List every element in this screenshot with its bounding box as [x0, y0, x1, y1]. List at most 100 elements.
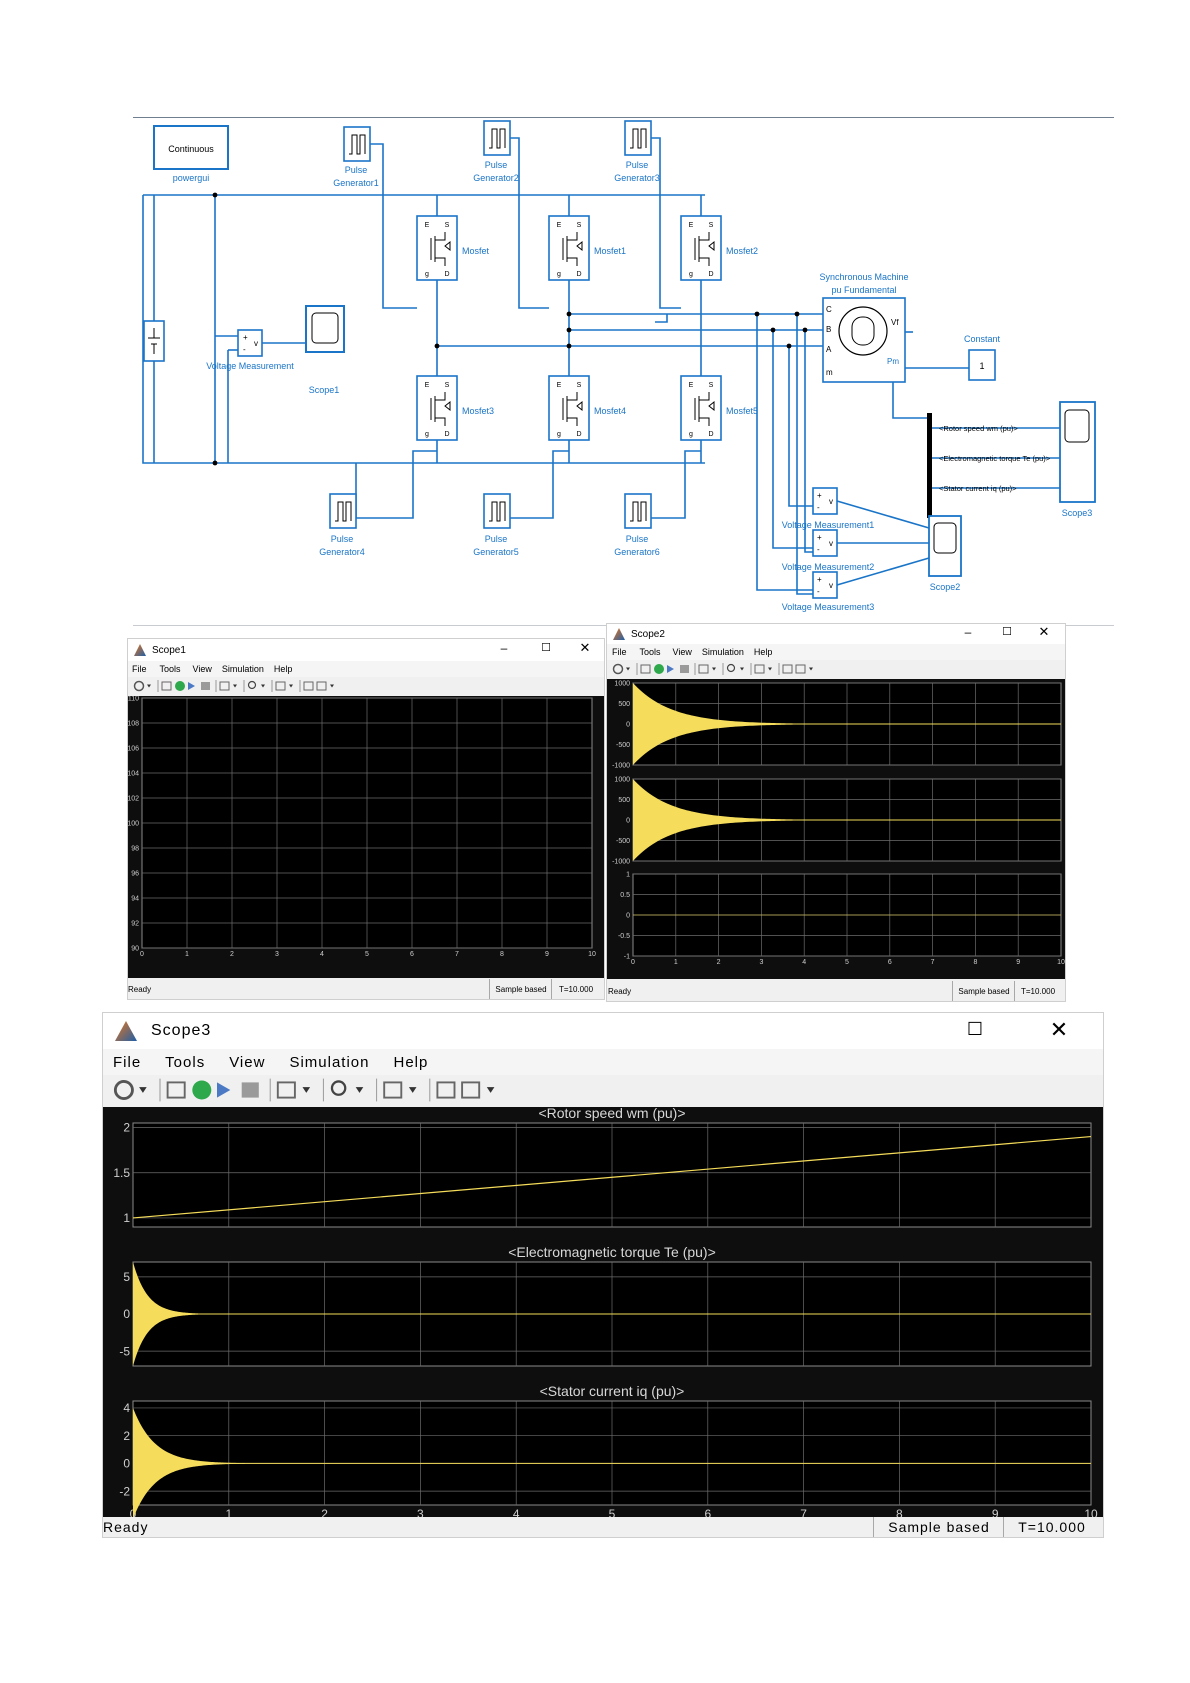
stop-button[interactable]: [201, 682, 210, 690]
bus-selector-block[interactable]: [927, 413, 932, 518]
minimize-button[interactable]: –: [964, 625, 972, 639]
voltage-measurement-block[interactable]: [812, 487, 838, 515]
x-tick-label: 6: [410, 951, 414, 958]
snapshot-icon[interactable]: [166, 1081, 186, 1099]
mosfet-block[interactable]: [416, 375, 458, 441]
style-icon[interactable]: [316, 681, 327, 691]
dropdown-arrow-icon[interactable]: [261, 684, 265, 688]
dc-voltage-source-block[interactable]: [143, 320, 165, 362]
dropdown-arrow-icon[interactable]: [408, 1087, 417, 1093]
step-forward-icon[interactable]: [667, 665, 674, 673]
dropdown-arrow-icon[interactable]: [139, 1087, 147, 1093]
dropdown-arrow-icon[interactable]: [355, 1087, 364, 1093]
stop-button[interactable]: [680, 665, 689, 673]
highlight-simulink-icon[interactable]: [698, 664, 709, 674]
dropdown-arrow-icon[interactable]: [626, 667, 630, 671]
mosfet-symbol-icon: [562, 232, 583, 266]
dropdown-arrow-icon[interactable]: [289, 684, 293, 688]
x-tick-label: 9: [1016, 959, 1020, 966]
menu-simulation[interactable]: Simulation: [221, 664, 264, 674]
y-tick-label: 98: [131, 845, 139, 852]
dropdown-arrow-icon[interactable]: [330, 684, 334, 688]
maximize-button[interactable]: ☐: [541, 642, 551, 654]
settings-gear-icon[interactable]: [133, 680, 145, 692]
voltage-measurement-block[interactable]: [237, 329, 263, 357]
close-button[interactable]: ✕: [1038, 624, 1050, 639]
highlight-simulink-icon[interactable]: [219, 681, 230, 691]
powergui-block[interactable]: [153, 125, 229, 170]
constant-value: 1: [979, 361, 984, 371]
voltage-measurement-block[interactable]: [812, 529, 838, 557]
highlight-simulink-icon[interactable]: [276, 1081, 296, 1099]
mosfet-block[interactable]: [680, 215, 722, 281]
step-forward-icon[interactable]: [188, 682, 195, 690]
menu-simulation[interactable]: Simulation: [701, 647, 744, 657]
maximize-button[interactable]: ☐: [966, 1019, 984, 1039]
settings-gear-icon[interactable]: [113, 1080, 134, 1100]
pulse-icon: [630, 501, 647, 522]
dropdown-arrow-icon[interactable]: [740, 667, 744, 671]
menu-simulation[interactable]: Simulation: [289, 1053, 370, 1071]
battery-icon: [148, 328, 160, 354]
zoom-in-icon[interactable]: [726, 663, 736, 673]
menu-tools[interactable]: Tools: [165, 1053, 206, 1071]
constant-block[interactable]: [968, 349, 996, 381]
mosfet-block[interactable]: [680, 375, 722, 441]
mosfet-terminal: g: [557, 431, 561, 438]
dropdown-arrow-icon[interactable]: [768, 667, 772, 671]
dropdown-arrow-icon[interactable]: [486, 1087, 495, 1093]
menu-file[interactable]: File: [612, 647, 627, 657]
zoom-in-icon[interactable]: [247, 680, 257, 690]
stop-button[interactable]: [241, 1082, 259, 1098]
dropdown-arrow-icon[interactable]: [147, 684, 151, 688]
zoom-in-icon[interactable]: [330, 1080, 347, 1096]
scale-axes-icon[interactable]: [275, 681, 286, 691]
cursor-measurements-icon[interactable]: [436, 1081, 456, 1099]
voltage-measurement-block[interactable]: [812, 571, 838, 599]
snapshot-icon[interactable]: [640, 664, 651, 674]
maximize-button[interactable]: ☐: [1002, 626, 1012, 638]
pulse-icon: [349, 134, 366, 155]
menu-tools[interactable]: Tools: [639, 647, 661, 657]
mosfet-block[interactable]: [548, 375, 590, 441]
cursor-measurements-icon[interactable]: [303, 681, 314, 691]
pulse-generator-label: Generator4: [319, 547, 365, 557]
snapshot-icon[interactable]: [161, 681, 172, 691]
pulse-generator-block[interactable]: [483, 493, 511, 529]
junction-dot: [786, 343, 792, 349]
bus-signal-label: <Stator current iq (pu)>: [939, 484, 1017, 493]
mosfet-block[interactable]: [416, 215, 458, 281]
menu-view[interactable]: View: [192, 664, 212, 674]
scale-axes-icon[interactable]: [383, 1081, 403, 1099]
menu-help[interactable]: Help: [753, 647, 773, 657]
step-forward-icon[interactable]: [217, 1082, 231, 1098]
dropdown-arrow-icon[interactable]: [712, 667, 716, 671]
menu-help[interactable]: Help: [273, 664, 293, 674]
run-button[interactable]: [192, 1080, 212, 1100]
style-icon[interactable]: [461, 1081, 481, 1099]
close-button[interactable]: ✕: [1049, 1017, 1069, 1042]
style-icon[interactable]: [795, 664, 806, 674]
cursor-measurements-icon[interactable]: [782, 664, 793, 674]
menu-view[interactable]: View: [672, 647, 692, 657]
close-button[interactable]: ✕: [579, 640, 591, 655]
x-tick-label: 2: [717, 959, 721, 966]
menu-view[interactable]: View: [229, 1053, 266, 1071]
minimize-button[interactable]: –: [500, 641, 508, 655]
menu-tools[interactable]: Tools: [159, 664, 181, 674]
bus-signal-label: <Rotor speed wm (pu)>: [939, 424, 1018, 433]
dropdown-arrow-icon[interactable]: [302, 1087, 311, 1093]
mosfet-block[interactable]: [548, 215, 590, 281]
run-button[interactable]: [654, 664, 664, 674]
dropdown-arrow-icon[interactable]: [233, 684, 237, 688]
scale-axes-icon[interactable]: [754, 664, 765, 674]
dropdown-arrow-icon[interactable]: [809, 667, 813, 671]
scope1-toolbar: [128, 677, 604, 695]
run-button[interactable]: [175, 681, 185, 691]
pulse-generator-label: Generator6: [614, 547, 660, 557]
menu-file[interactable]: File: [132, 664, 147, 674]
wire: [892, 382, 927, 419]
menu-help[interactable]: Help: [393, 1053, 429, 1071]
settings-gear-icon[interactable]: [612, 663, 624, 675]
menu-file[interactable]: File: [113, 1053, 142, 1071]
